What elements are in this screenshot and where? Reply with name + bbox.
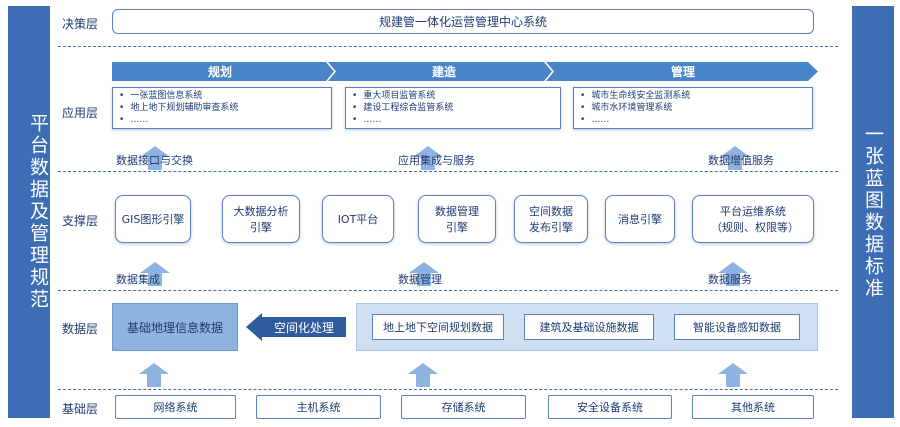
support-message-engine: 消息引擎 xyxy=(605,195,675,243)
layer-label-application: 应用层 xyxy=(62,106,99,120)
up-arrow-icon xyxy=(139,363,169,387)
app-item: 重大项目监管系统 xyxy=(352,90,554,102)
app-item: 城市水环境管理系统 xyxy=(580,102,806,114)
app-item: 一张蓝图信息系统 xyxy=(119,90,325,102)
up-arrow-icon xyxy=(140,262,170,286)
layer-label-data: 数据层 xyxy=(62,322,99,336)
up-arrow-icon xyxy=(718,262,748,286)
support-gis-engine: GIS图形引擎 xyxy=(115,195,191,243)
base-network-system: 网络系统 xyxy=(115,395,236,419)
app-item: …… xyxy=(119,114,325,126)
decision-system-box: 规建管一体化运营管理中心系统 xyxy=(112,9,814,34)
divider-support xyxy=(58,290,838,291)
data-item-spatial-planning: 地上地下空间规划数据 xyxy=(372,314,504,340)
caption-data-integration: 数据集成 xyxy=(116,273,160,286)
app-item: 地上地下规划辅助审查系统 xyxy=(119,102,325,114)
caption-data-service: 数据服务 xyxy=(708,273,752,286)
spatial-process-arrow: 空间化处理 xyxy=(246,313,346,341)
app-group-construction: 重大项目监管系统 建设工程综合监管系统 …… xyxy=(345,87,561,129)
left-sidebar-standards: 平台数据及管理规范 xyxy=(8,6,50,418)
banner-construction: 建造 xyxy=(431,65,456,79)
support-bigdata-engine: 大数据分析引擎 xyxy=(222,195,300,243)
layer-label-support: 支撑层 xyxy=(62,214,99,228)
spatial-process-label: 空间化处理 xyxy=(262,317,346,337)
support-iot-platform: IOT平台 xyxy=(322,195,394,243)
up-arrow-icon xyxy=(720,146,750,170)
layer-label-decision: 决策层 xyxy=(62,17,99,31)
caption-data-management: 数据管理 xyxy=(398,273,442,286)
base-host-system: 主机系统 xyxy=(256,395,381,419)
data-item-building-infra: 建筑及基础设施数据 xyxy=(524,314,654,340)
divider-application xyxy=(58,171,838,172)
app-item: …… xyxy=(352,114,554,126)
right-sidebar-text: 一张蓝图数据标准 xyxy=(862,124,884,300)
up-arrow-icon xyxy=(718,363,748,387)
app-group-management: 城市生命线安全监测系统 城市水环境管理系统 …… xyxy=(573,87,813,129)
divider-data xyxy=(58,389,838,390)
app-item: …… xyxy=(580,114,806,126)
app-item: 建设工程综合监管系统 xyxy=(352,102,554,114)
left-sidebar-text: 平台数据及管理规范 xyxy=(27,113,49,311)
banner-planning: 规划 xyxy=(207,65,232,79)
up-arrow-icon xyxy=(409,262,439,286)
banner-management: 管理 xyxy=(670,65,695,79)
arrow-left-icon xyxy=(246,313,262,341)
divider-decision xyxy=(58,46,838,47)
up-arrow-icon xyxy=(140,146,170,170)
app-item: 城市生命线安全监测系统 xyxy=(580,90,806,102)
right-sidebar-standards: 一张蓝图数据标准 xyxy=(852,6,894,418)
base-storage-system: 存储系统 xyxy=(401,395,526,419)
support-data-management-engine: 数据管理引擎 xyxy=(418,195,496,243)
base-other-system: 其他系统 xyxy=(692,395,814,419)
caption-data-interface: 数据接口与交换 xyxy=(116,154,193,167)
phase-banner-bar xyxy=(112,62,818,81)
base-security-system: 安全设备系统 xyxy=(548,395,672,419)
up-arrow-icon xyxy=(408,363,438,387)
layer-label-base: 基础层 xyxy=(62,402,99,416)
support-ops-system: 平台运维系统（规则、权限等） xyxy=(692,195,814,243)
caption-value-added: 数据增值服务 xyxy=(708,154,774,167)
data-item-sensor: 智能设备感知数据 xyxy=(674,314,800,340)
up-arrow-icon xyxy=(413,146,443,170)
app-group-planning: 一张蓝图信息系统 地上地下规划辅助审查系统 …… xyxy=(112,87,332,129)
support-spatial-publish-engine: 空间数据发布引擎 xyxy=(514,195,588,243)
caption-app-integration: 应用集成与服务 xyxy=(398,154,475,167)
geo-data-box: 基础地理信息数据 xyxy=(112,303,238,351)
